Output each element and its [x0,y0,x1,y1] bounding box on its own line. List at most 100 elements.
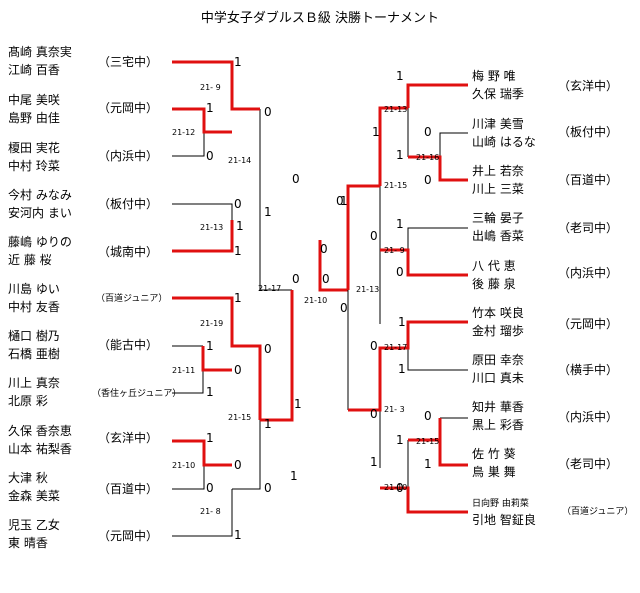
school-name: （元岡中） [98,528,158,543]
player-name: 川島 ゆい [8,281,60,296]
school-name: （香住ヶ丘ジュニア） [92,387,181,399]
winner-line [348,320,468,412]
match-score: 0 [264,342,272,356]
winner-line [380,486,468,514]
match-score: 0 [234,458,242,472]
match-score: 1 [234,528,242,542]
player-name: 金森 美菜 [8,488,60,503]
player-name: 梅 野 唯 [472,68,516,83]
bracket-line [172,513,233,537]
player-name: 川津 美雪 [472,117,524,131]
match-score: 1 [234,55,242,69]
player-name: 引地 智鉦良 [472,512,536,527]
winner-line [318,240,348,292]
match-score: 1 [396,217,404,231]
left-teams: 髙崎 真奈実 江崎 百香 （三宅中） 中尾 美咲 島野 由佳 （元岡中） 榎田 … [8,44,181,550]
school-name: （横手中） [558,362,618,377]
match-score: 0 [370,339,378,353]
set-score: 21- 8 [200,507,221,516]
player-name: 江崎 百香 [8,63,60,77]
right-team-3: 井上 若奈 川上 三菜 （百道中） [472,164,618,196]
set-score: 21-10 [172,461,195,470]
school-name: （内浜中） [98,148,158,163]
match-score: 1 [206,431,214,445]
match-score: 1 [372,125,380,139]
player-name: 金村 瑠歩 [472,323,524,338]
school-name: （百道中） [558,172,618,187]
player-name: 石橋 亜樹 [8,347,60,361]
player-name: 三輪 晏子 [472,210,524,225]
player-name: 久保 瑞季 [472,87,524,101]
set-score: 21- 9 [200,83,221,92]
match-score: 1 [340,194,348,208]
set-score: 21- 9 [384,246,405,255]
match-score: 0 [370,229,378,243]
set-score: 21-15 [416,437,439,446]
player-name: 川口 真未 [472,371,524,385]
match-score: 0 [370,407,378,421]
player-name: 児玉 乙女 [8,517,60,532]
right-team-5: 八 代 恵 後 藤 泉 （内浜中） [472,259,618,291]
school-name: （能古中） [98,337,158,352]
set-score: 21-13 [200,223,223,232]
match-score: 0 [396,265,404,279]
match-score: 0 [234,197,242,211]
winner-line [172,220,234,253]
left-team-5: 藤嶋 ゆりの 近 藤 桜 （城南中） [8,235,158,267]
school-name: （百道中） [98,481,158,496]
match-score: 0 [264,105,272,119]
player-name: 東 晴香 [8,536,48,550]
player-name: 後 藤 泉 [472,277,516,291]
right-team-6: 竹本 咲良 金村 瑠歩 （元岡中） [472,305,618,338]
player-name: 大津 秋 [8,471,48,485]
player-name: 佐 竹 葵 [472,447,516,461]
school-name: （元岡中） [558,316,618,331]
left-team-2: 中尾 美咲 島野 由佳 （元岡中） [8,92,158,125]
player-name: 井上 若奈 [472,164,524,178]
bracket-line [232,420,261,490]
player-name: 八 代 恵 [472,259,516,273]
right-team-7: 原田 幸奈 川口 真未 （横手中） [472,353,618,385]
match-score: 0 [264,481,272,495]
bracket-line [172,465,205,490]
left-team-8: 川上 真奈 北原 彩 （香住ヶ丘ジュニア） [8,376,181,408]
match-score: 1 [234,291,242,305]
left-team-3: 榎田 実花 中村 玲菜 （内浜中） [8,140,158,173]
set-score: 21-11 [172,366,195,375]
school-name: （玄洋中） [558,78,618,93]
match-score: 1 [396,433,404,447]
player-name: 川上 真奈 [8,376,60,390]
match-score: 1 [206,339,214,353]
match-score: 0 [206,149,214,163]
winner-line [260,290,294,422]
match-score: 0 [336,194,344,208]
set-score: 21-19 [200,319,223,328]
player-name: 出嶋 香菜 [472,229,524,243]
player-name: 中村 玲菜 [8,158,60,173]
school-name: （板付中） [98,196,158,211]
match-score: 1 [264,417,272,431]
school-name: （内浜中） [558,265,618,280]
winner-line [172,296,262,420]
school-name: （城南中） [98,244,158,259]
match-score: 0 [322,272,330,286]
match-score: 1 [370,455,378,469]
school-name: （板付中） [558,124,618,139]
school-name: （元岡中） [98,100,158,115]
left-team-6: 川島 ゆい 中村 友香 （百道ジュニア） [8,281,167,314]
player-name: 黒上 彩香 [472,418,524,432]
player-name: 榎田 実花 [8,140,60,155]
player-name: 樋口 樹乃 [8,328,60,343]
school-name: （内浜中） [558,409,618,424]
school-name: （三宅中） [98,54,158,69]
player-name: 中村 友香 [8,299,60,314]
match-score: 1 [206,101,214,115]
match-score: 0 [234,363,242,377]
match-score: 0 [424,173,432,187]
school-name: （老司中） [558,220,618,235]
bracket-line [172,370,204,394]
match-score: 0 [424,409,432,423]
match-score: 0 [320,242,328,256]
player-name: 島野 由佳 [8,110,60,125]
